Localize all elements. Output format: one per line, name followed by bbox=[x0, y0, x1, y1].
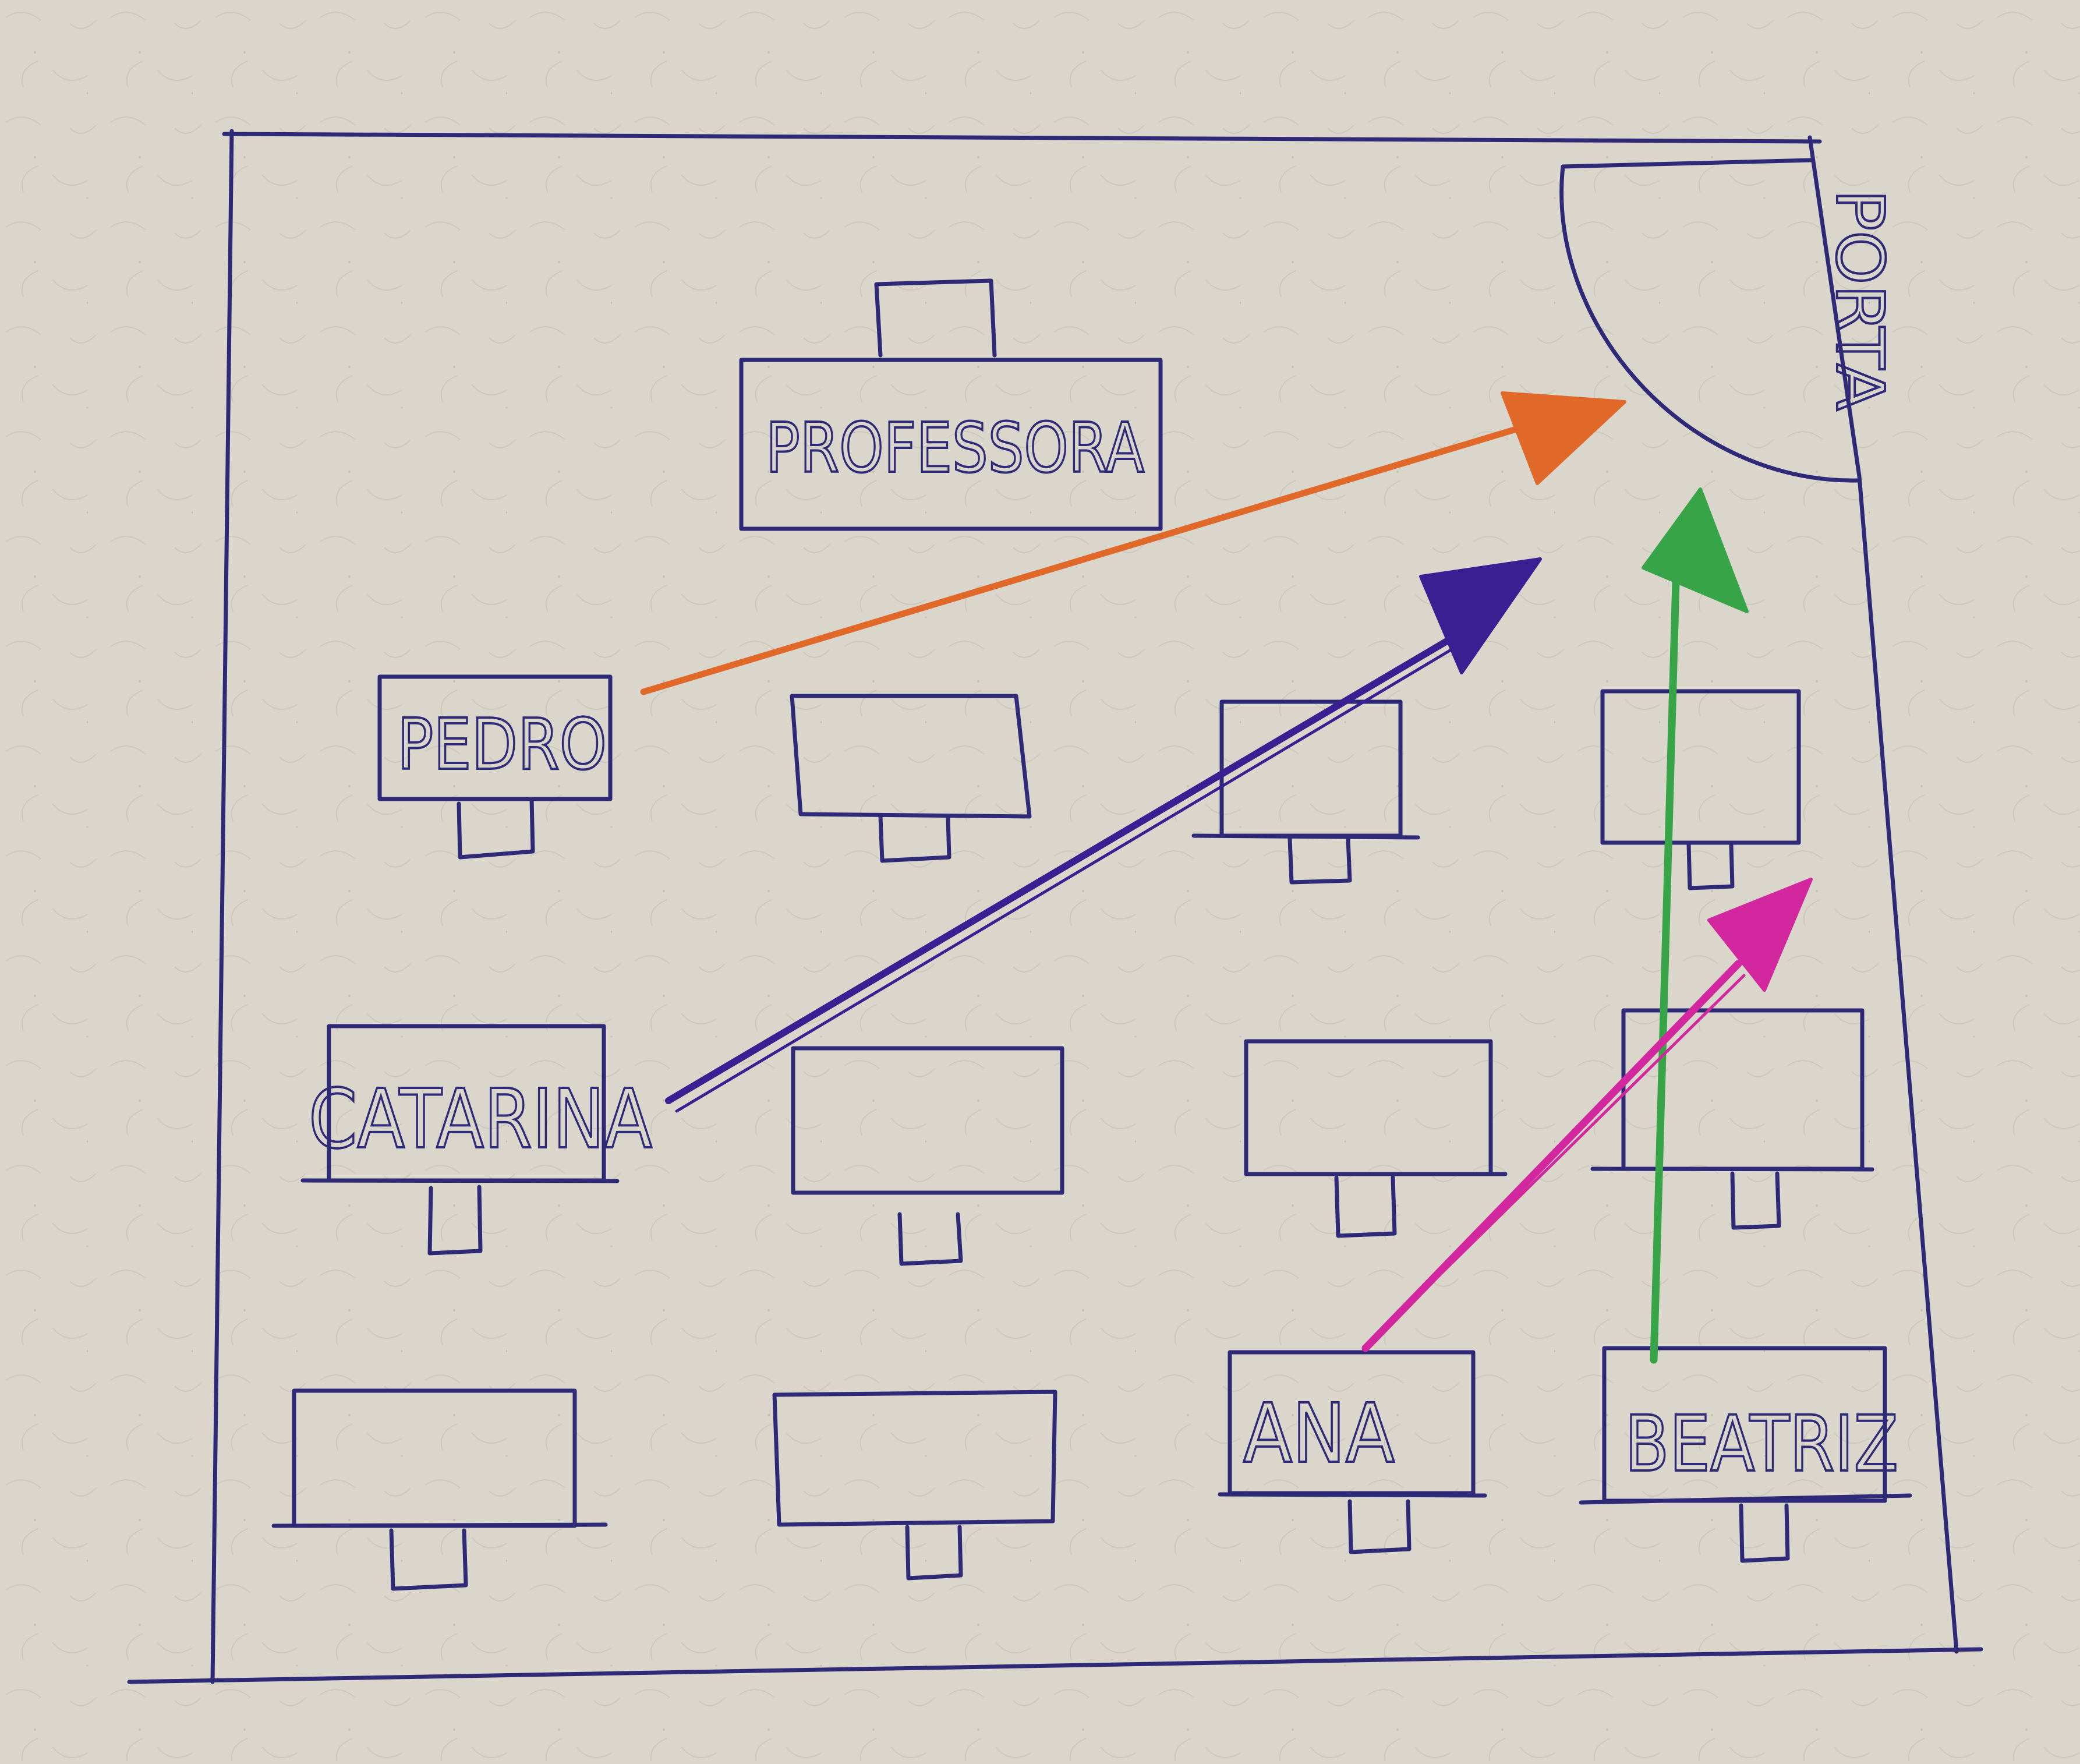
label-beatriz: BEATRIZ bbox=[1625, 1399, 1898, 1489]
desk-ana-front bbox=[1218, 1492, 1487, 1498]
desk-catarina-front bbox=[300, 1178, 620, 1183]
label-door: PORTA bbox=[1821, 189, 1897, 411]
room-wall-bottom bbox=[127, 1647, 1983, 1684]
chair-r3c1 bbox=[389, 1528, 468, 1591]
teacher-chair bbox=[874, 278, 997, 358]
label-ana: ANA bbox=[1243, 1387, 1395, 1482]
chair-catarina bbox=[427, 1185, 483, 1256]
arrows bbox=[640, 391, 1813, 1364]
chair-r1c2 bbox=[878, 814, 951, 863]
desk-pedro bbox=[377, 674, 613, 801]
chair-pedro bbox=[457, 797, 535, 860]
label-catarina: CATARINA bbox=[309, 1072, 652, 1167]
arrow-catarina-to-door bbox=[665, 557, 1542, 1113]
label-teacher: PROFESSORA bbox=[766, 408, 1144, 488]
chair-r3c2 bbox=[905, 1525, 963, 1581]
chair-r1c4 bbox=[1686, 842, 1735, 890]
arrow-pedro-to-door bbox=[640, 391, 1626, 695]
chair-r1c3 bbox=[1287, 836, 1352, 885]
desk-r2c2 bbox=[791, 1046, 1064, 1195]
desk-beatriz-front bbox=[1579, 1493, 1912, 1505]
label-pedro: PEDRO bbox=[397, 705, 607, 786]
desk-r3c2 bbox=[772, 1390, 1057, 1527]
chair-r2c4 bbox=[1730, 1171, 1781, 1230]
room-wall-top bbox=[222, 132, 1822, 144]
room-wall-right-upper bbox=[1807, 135, 1862, 479]
arrow-ana-to-door bbox=[1361, 878, 1813, 1352]
desk-r1c4 bbox=[1600, 689, 1801, 845]
teacher-desk bbox=[739, 358, 1163, 531]
chair-r2c3 bbox=[1334, 1175, 1397, 1238]
door-panel bbox=[1561, 158, 1813, 169]
chair-ana bbox=[1347, 1499, 1412, 1554]
ink-drawing bbox=[127, 129, 1983, 1684]
desk-r1c2 bbox=[790, 694, 1032, 819]
desk-r3c1-front bbox=[271, 1522, 608, 1528]
arrow-beatriz-to-door bbox=[1642, 487, 1749, 1364]
labels: PROFESSORA PORTA PEDRO CATARINA ANA BEAT… bbox=[307, 188, 1899, 1490]
chair-beatriz bbox=[1739, 1503, 1790, 1563]
room-wall-right-lower bbox=[1857, 474, 1959, 1654]
chair-r2c2 bbox=[897, 1212, 963, 1266]
room-wall-left bbox=[210, 129, 234, 1684]
door-swing-arc bbox=[1559, 164, 1860, 483]
desk-r1c3-front bbox=[1191, 833, 1420, 840]
